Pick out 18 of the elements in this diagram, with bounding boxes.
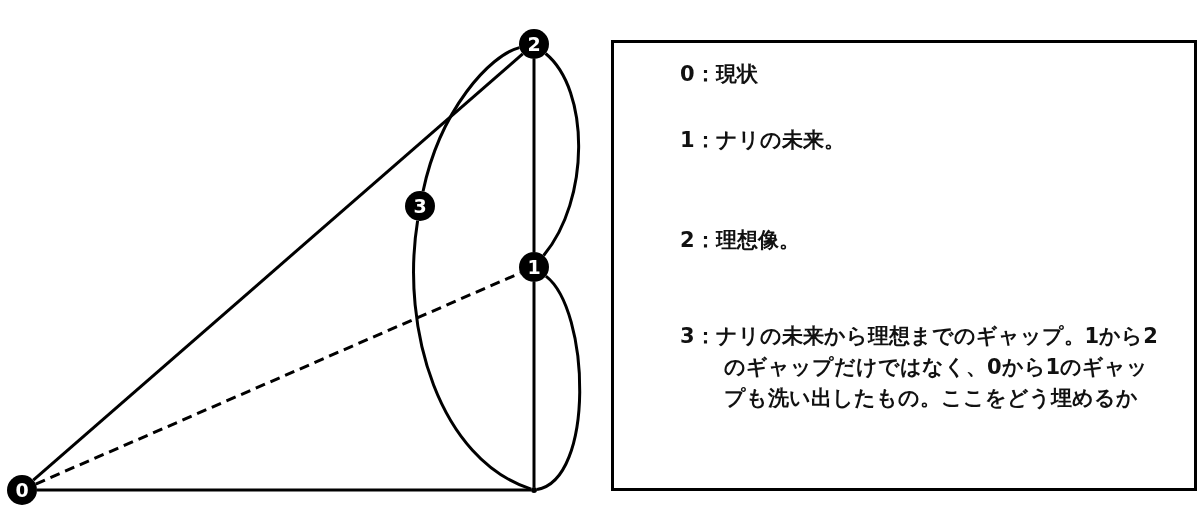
curved-line (421, 46, 520, 192)
numbered-point: 0 (7, 475, 37, 505)
description-text: 3：ナリの未来から理想までのギャップ。1から2のギャップだけではなく、0から1のギャップも洗い出したもの。ここをどう埋めるか (680, 323, 1159, 412)
line (37, 488, 531, 492)
line (32, 52, 524, 482)
description-text: 0：現状 (680, 61, 759, 88)
curved-line (412, 220, 532, 491)
line (532, 59, 536, 252)
legend-panel (611, 40, 1197, 491)
description-text: 2：理想像。 (680, 227, 801, 254)
numbered-point: 1 (519, 252, 549, 282)
curved-line (542, 52, 581, 257)
vertex-point (531, 487, 537, 493)
numbered-point: 2 (519, 29, 549, 59)
line (532, 282, 536, 487)
numbered-point: 3 (405, 191, 435, 221)
curved-line (536, 275, 582, 491)
description-text: 1：ナリの未来。 (680, 127, 846, 154)
